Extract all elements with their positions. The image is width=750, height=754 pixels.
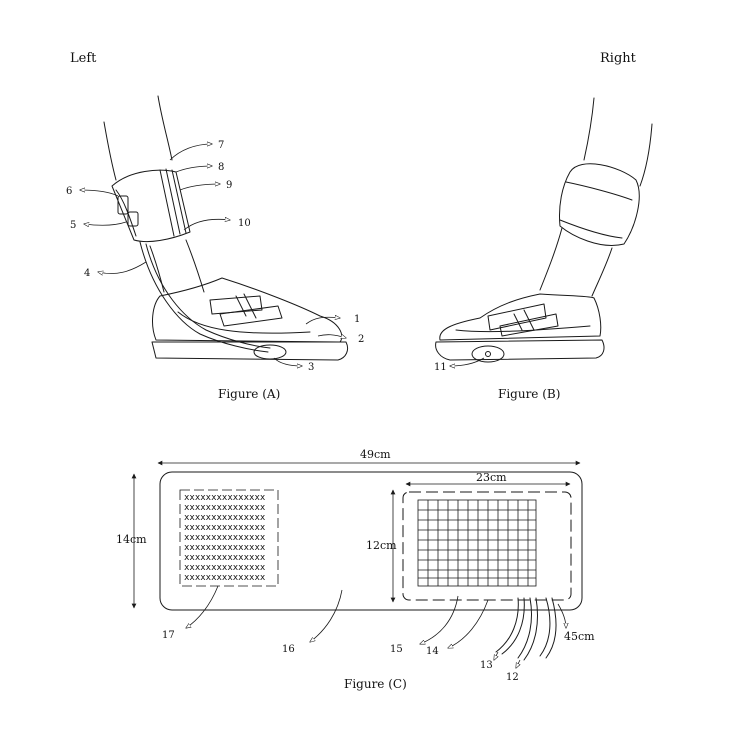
callout-13: 13: [480, 660, 493, 671]
callout-17: 17: [162, 630, 175, 641]
right-header: Right: [600, 51, 637, 66]
figure-b-leg: [435, 97, 653, 363]
figure-a-callouts: 7 8 9 10 6 5 4 1 2 3: [66, 140, 364, 373]
svg-text:xxxxxxxxxxxxxxx: xxxxxxxxxxxxxxx: [184, 533, 266, 543]
svg-text:xxxxxxxxxxxxxxx: xxxxxxxxxxxxxxx: [184, 543, 266, 553]
svg-text:xxxxxxxxxxxxxxx: xxxxxxxxxxxxxxx: [184, 513, 266, 523]
figure-b-caption: Figure (B): [498, 387, 560, 401]
pad-outline: [159, 471, 583, 611]
callout-6: 6: [66, 186, 72, 197]
dim-cable-length: 45cm: [564, 630, 595, 643]
dim-inner-height: 12cm: [366, 539, 397, 552]
dim-inner-width: 23cm: [476, 471, 507, 484]
callout-8: 8: [218, 162, 224, 173]
callout-12: 12: [506, 672, 519, 683]
left-header: Left: [70, 51, 97, 66]
pattern-panel-17: xxxxxxxxxxxxxxx xxxxxxxxxxxxxxx xxxxxxxx…: [179, 489, 279, 587]
sensor-grid: [417, 499, 537, 587]
callout-11: 11: [434, 362, 447, 373]
dim-width-total: 49cm: [360, 448, 391, 461]
figure-c-caption: Figure (C): [344, 677, 407, 691]
svg-text:xxxxxxxxxxxxxxx: xxxxxxxxxxxxxxx: [184, 573, 266, 583]
callout-14: 14: [426, 646, 439, 657]
callout-7: 7: [218, 140, 224, 151]
figure-c-pad: 49cm 14cm xxxxxxxxxxxxxxx xxxxxxxxxxxxxx…: [116, 448, 583, 661]
callout-16: 16: [282, 644, 295, 655]
figure-a-caption: Figure (A): [218, 387, 280, 401]
svg-text:xxxxxxxxxxxxxxx: xxxxxxxxxxxxxxx: [184, 553, 266, 563]
figure-a-leg: [103, 95, 349, 361]
callout-5: 5: [70, 220, 76, 231]
callout-2: 2: [358, 334, 364, 345]
callout-10: 10: [238, 218, 251, 229]
svg-text:xxxxxxxxxxxxxxx: xxxxxxxxxxxxxxx: [184, 523, 266, 533]
callout-15: 15: [390, 644, 403, 655]
callout-1: 1: [354, 314, 360, 325]
inner-panel-outline: [402, 491, 572, 601]
callout-4: 4: [84, 268, 90, 279]
svg-text:xxxxxxxxxxxxxxx: xxxxxxxxxxxxxxx: [184, 493, 266, 503]
callout-9: 9: [226, 180, 232, 191]
svg-text:xxxxxxxxxxxxxxx: xxxxxxxxxxxxxxx: [184, 503, 266, 513]
svg-text:xxxxxxxxxxxxxxx: xxxxxxxxxxxxxxx: [184, 563, 266, 573]
figure-c-callouts: 17 16 15 14 13 12 45cm: [162, 585, 595, 683]
dim-height-total: 14cm: [116, 533, 147, 546]
callout-3: 3: [308, 362, 314, 373]
